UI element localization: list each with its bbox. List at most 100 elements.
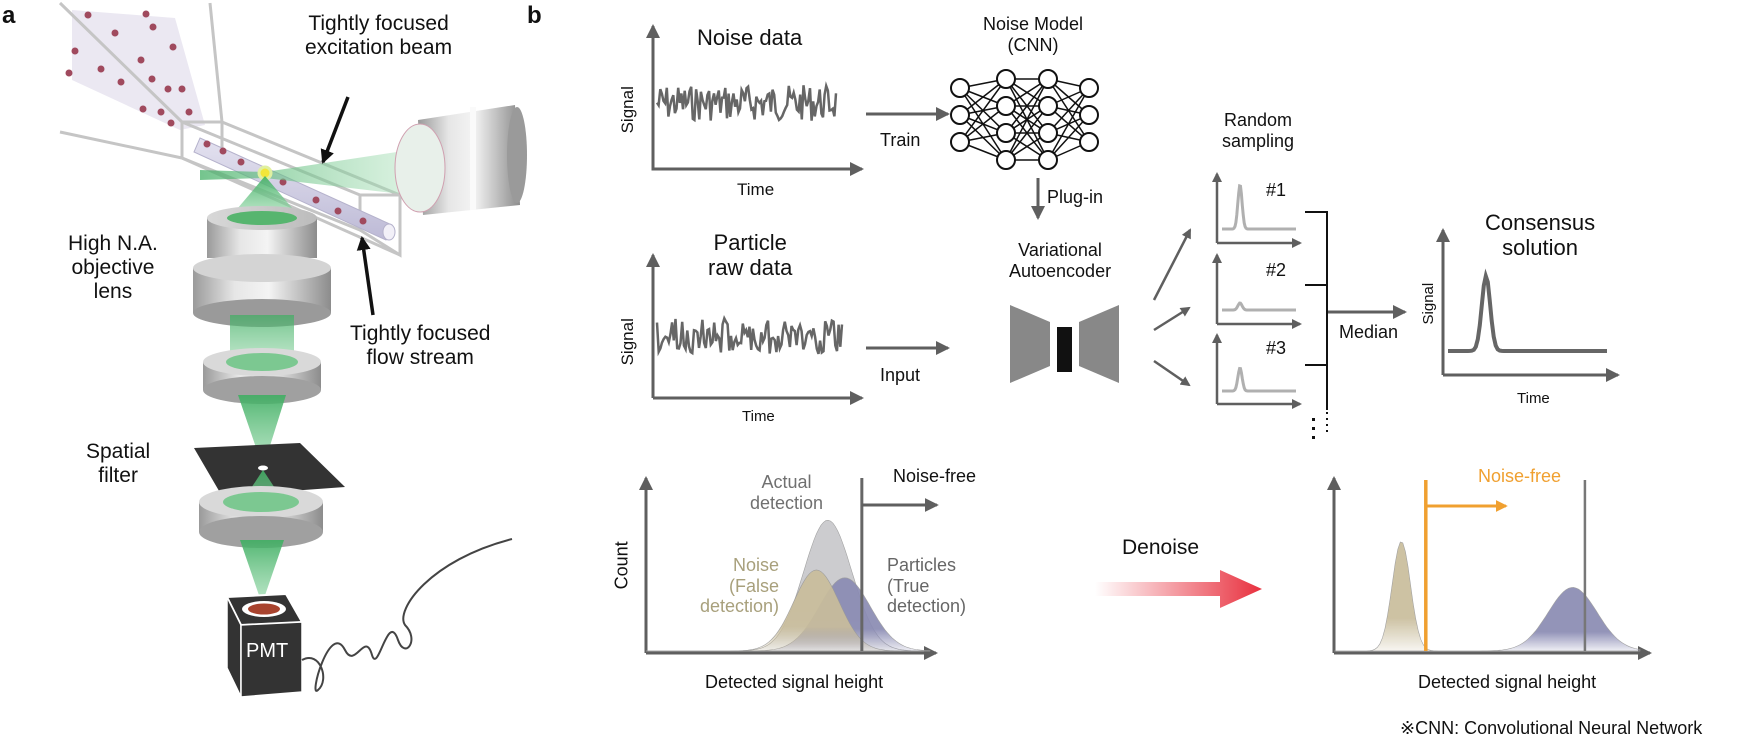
consensus-title: Consensus solution xyxy=(1485,210,1595,261)
to-sample1-arrow xyxy=(1152,228,1192,301)
title-line: raw data xyxy=(708,255,793,281)
noise-free-label-before: Noise-free xyxy=(893,466,977,486)
label-line: Particles xyxy=(887,555,957,575)
hist-after-chart xyxy=(1334,480,1641,652)
title-line: Variational xyxy=(1018,240,1102,260)
cnn-node xyxy=(1079,78,1099,98)
title-line: Autoencoder xyxy=(1009,260,1112,281)
to-sample2-arrow xyxy=(1153,306,1191,332)
actual-detection-label: Actual detection xyxy=(750,472,823,513)
label-line: (False xyxy=(729,575,780,596)
noise-data-trace xyxy=(655,81,838,123)
footnote: ※CNN: Convolutional Neural Network xyxy=(1400,718,1703,738)
consensus-ylabel: Signal xyxy=(1420,282,1438,325)
denoise-label: Denoise xyxy=(1122,536,1200,559)
sample-3-label: #3 xyxy=(1266,338,1287,358)
cnn-node xyxy=(950,132,970,152)
train-label: Train xyxy=(880,130,921,150)
beam-pointer-arrow xyxy=(320,96,350,164)
more-samples-dots xyxy=(1312,418,1315,439)
tube-lens xyxy=(203,348,321,468)
particles-dist xyxy=(1334,587,1641,652)
noise-model-title: Noise Model (CNN) xyxy=(983,14,1083,55)
cnn-node xyxy=(1079,132,1099,152)
hist-before-xlabel: Detected signal height xyxy=(705,672,884,692)
hist-before-chart xyxy=(646,478,939,652)
label-line: excitation beam xyxy=(305,36,453,60)
label-line: detection) xyxy=(700,596,780,617)
emission-cone xyxy=(232,176,298,215)
tube-opening xyxy=(382,223,396,241)
label-line: (True xyxy=(887,575,930,596)
label-line: High N.A. xyxy=(68,232,158,255)
cnn-edge xyxy=(1005,78,1049,134)
random-sampling-title: Random sampling xyxy=(1222,110,1294,151)
hist-before-ylabel: Count xyxy=(611,541,632,590)
objective-lens xyxy=(193,206,331,327)
cnn-node xyxy=(996,96,1016,116)
sample2-trace xyxy=(1222,301,1296,312)
label-line: Tightly focused xyxy=(350,322,491,345)
flow-arrows xyxy=(866,107,1407,387)
excitation-beam-label: Tightly focused excitation beam xyxy=(305,12,452,60)
label-line: Spatial xyxy=(86,440,151,463)
cnn-node xyxy=(950,105,970,125)
particle-raw-ylabel: Signal xyxy=(617,318,637,366)
label-line: Noise xyxy=(733,555,780,575)
title-line: sampling xyxy=(1222,130,1295,151)
sample-1-label: #1 xyxy=(1266,180,1287,200)
label-line: Tightly focused xyxy=(308,12,449,35)
particle-raw-title: Particle raw data xyxy=(708,230,792,281)
axes-group xyxy=(639,24,1652,660)
laser-objective xyxy=(394,105,527,215)
label-line: lens xyxy=(93,280,133,304)
hist-after-xlabel: Detected signal height xyxy=(1418,672,1597,692)
stream-pointer-arrow xyxy=(356,236,375,316)
cnn-node xyxy=(1038,96,1058,116)
panel-a-letter: a xyxy=(2,2,16,29)
input-label: Input xyxy=(880,365,921,385)
cnn-edge xyxy=(1047,114,1090,161)
noise-free-label-after: Noise-free xyxy=(1478,466,1562,486)
encoder-shape xyxy=(1010,305,1050,383)
median-bracket xyxy=(1305,211,1328,432)
title-line: (CNN) xyxy=(1007,34,1059,55)
pmt-detector xyxy=(225,592,304,698)
particles xyxy=(65,10,367,225)
cnn-node xyxy=(1038,150,1058,170)
noise-data-title: Noise data xyxy=(697,25,803,50)
title-line: Random xyxy=(1224,110,1293,130)
cnn-edge xyxy=(1005,78,1049,161)
spatial-filter-plate xyxy=(194,443,345,496)
cnn-edge xyxy=(959,78,1007,143)
title-line: Noise Model xyxy=(983,14,1084,34)
denoise-arrow xyxy=(1095,570,1262,608)
particles-true-label: Particles (True detection) xyxy=(887,555,966,617)
decoder-shape xyxy=(1079,305,1119,383)
vae-icon xyxy=(1010,305,1119,383)
title-line: solution xyxy=(1502,235,1578,261)
sample-funnel xyxy=(72,10,205,130)
spatial-filter-label: Spatial filter xyxy=(86,440,150,488)
cnn-network-icon xyxy=(950,69,1099,170)
latent-bottleneck xyxy=(1057,327,1072,372)
pinhole xyxy=(258,465,268,471)
label-line: detection) xyxy=(887,596,967,617)
sample-2-label: #2 xyxy=(1266,260,1287,280)
cnn-node xyxy=(1038,123,1058,143)
signal-cable xyxy=(301,538,513,692)
sample3-trace xyxy=(1222,366,1296,393)
cnn-node xyxy=(1079,105,1099,125)
noise-data-ylabel: Signal xyxy=(617,86,637,134)
particle-raw-trace xyxy=(655,315,844,357)
pmt-label: PMT xyxy=(246,640,289,662)
vae-title: Variational Autoencoder xyxy=(1009,240,1111,281)
particle-raw-xlabel: Time xyxy=(742,408,775,425)
noise-dist xyxy=(646,569,930,652)
consensus-trace xyxy=(1448,268,1607,353)
focusing-lens xyxy=(199,486,323,604)
cnn-node xyxy=(996,69,1016,89)
cnn-node xyxy=(1038,69,1058,89)
cnn-edge xyxy=(1005,105,1049,161)
